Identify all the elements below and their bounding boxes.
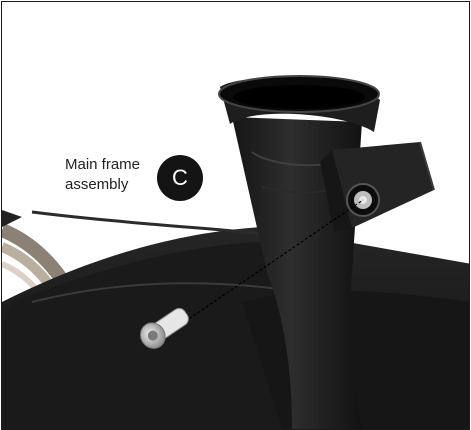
clamp-boss (320, 141, 435, 232)
callout-label: Main frame assembly (65, 156, 141, 193)
seat-post-collar (218, 75, 380, 132)
bolt-icon (139, 308, 189, 349)
assembly-guide-line (176, 199, 364, 328)
callout-badge: C (157, 155, 203, 201)
main-frame-body (2, 210, 469, 429)
